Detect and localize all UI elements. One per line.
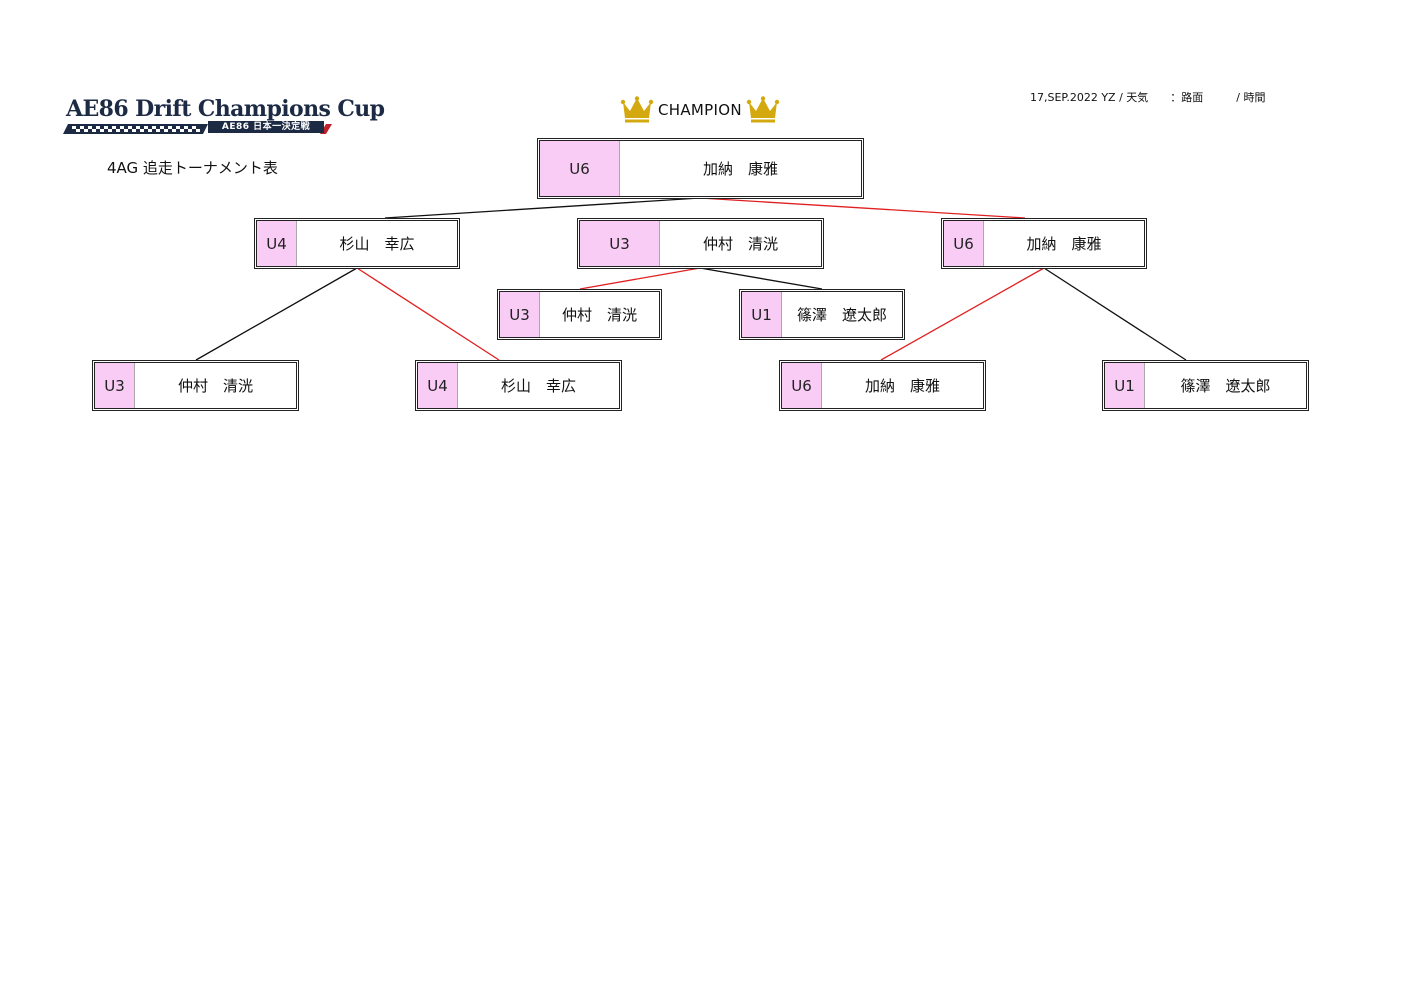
unit-number: U1 (1105, 363, 1145, 408)
line-semi-1 (195, 267, 358, 361)
logo-subtitle: AE86 日本一決定戦 (208, 121, 324, 133)
event-meta: 17,SEP.2022 YZ / 天気 ：路面 / 時間 (1030, 91, 1266, 104)
line-final-left (384, 197, 701, 219)
crown-icon (746, 96, 780, 123)
semi-4-box: U1 篠澤 遼太郎 (1102, 360, 1309, 411)
driver-name: 加納 康雅 (702, 160, 778, 178)
line-final-right (699, 197, 1026, 219)
unit-number: U6 (540, 141, 620, 196)
unit-number: U4 (418, 363, 458, 408)
unit-number: U4 (257, 221, 297, 266)
champion-label: CHAMPION (658, 101, 742, 119)
logo-checker-stripe (63, 124, 332, 134)
driver-name: 仲村 清洸 (561, 306, 637, 324)
driver-name: 杉山 幸広 (339, 235, 415, 253)
logo-text: AE86 Drift Champions Cup (66, 96, 385, 122)
unit-number: U3 (500, 292, 540, 337)
unit-number: U6 (944, 221, 984, 266)
line-third-b (699, 267, 823, 290)
driver-name: 篠澤 遼太郎 (1180, 377, 1271, 395)
unit-number: U6 (782, 363, 822, 408)
champion-heading: CHAMPION (620, 94, 780, 126)
tournament-subtitle: 4AG 追走トーナメント表 (107, 159, 278, 177)
driver-name: 仲村 清洸 (177, 377, 253, 395)
third-place-a-box: U3 仲村 清洸 (497, 289, 662, 340)
line-semi-4 (1043, 267, 1187, 361)
driver-name: 加納 康雅 (864, 377, 940, 395)
third-place-b-box: U1 篠澤 遼太郎 (739, 289, 905, 340)
semi-3-box: U6 加納 康雅 (779, 360, 986, 411)
driver-name: 加納 康雅 (1026, 235, 1102, 253)
semi-1-box: U3 仲村 清洸 (92, 360, 299, 411)
driver-name: 杉山 幸広 (500, 377, 576, 395)
driver-name: 仲村 清洸 (702, 235, 778, 253)
line-semi-3 (880, 267, 1045, 361)
unit-number: U3 (95, 363, 135, 408)
line-semi-2 (356, 267, 500, 361)
champion-box: U6 加納 康雅 (537, 138, 864, 199)
line-third-a (579, 267, 701, 290)
unit-number: U1 (742, 292, 782, 337)
event-logo: AE86 Drift Champions Cup AE86 日本一決定戦 (58, 96, 385, 138)
final-right-box: U6 加納 康雅 (941, 218, 1147, 269)
final-left-box: U4 杉山 幸広 (254, 218, 460, 269)
unit-number: U3 (580, 221, 660, 266)
crown-icon (620, 96, 654, 123)
driver-name: 篠澤 遼太郎 (796, 306, 887, 324)
third-place-winner-box: U3 仲村 清洸 (577, 218, 824, 269)
semi-2-box: U4 杉山 幸広 (415, 360, 622, 411)
